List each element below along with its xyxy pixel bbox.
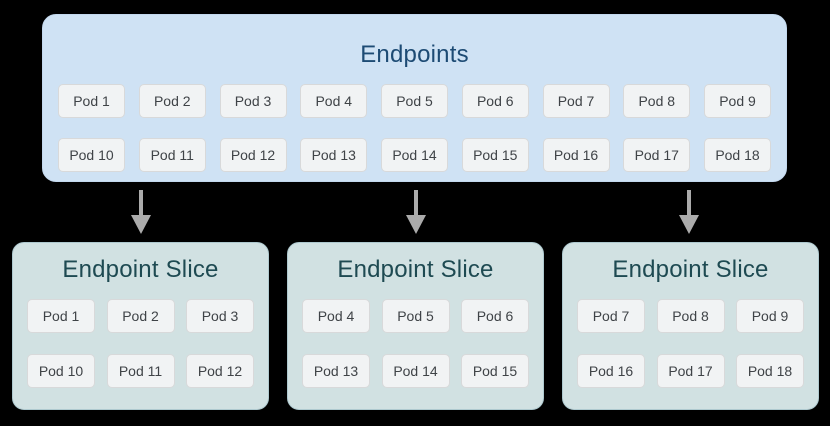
pod-box: Pod 9 <box>704 84 771 118</box>
pod-box: Pod 3 <box>219 84 287 118</box>
pod-box: Pod 11 <box>106 354 175 388</box>
pod-box: Pod 18 <box>736 354 804 388</box>
slice-2-pod-row-2: Pod 13 Pod 14 Pod 15 <box>302 354 529 388</box>
pod-box: Pod 5 <box>381 84 448 118</box>
slice-1-pod-row-2: Pod 10 Pod 11 Pod 12 <box>27 354 254 388</box>
pod-box: Pod 2 <box>106 299 175 333</box>
pod-box: Pod 6 <box>461 84 529 118</box>
pod-box: Pod 14 <box>381 354 450 388</box>
pod-box: Pod 4 <box>302 299 370 333</box>
pod-box: Pod 5 <box>381 299 450 333</box>
endpoint-slice-box-2: Endpoint Slice Pod 4 Pod 5 Pod 6 Pod 13 … <box>287 242 544 410</box>
pod-box: Pod 16 <box>577 354 645 388</box>
arrow-head <box>679 215 699 234</box>
arrow-shaft <box>414 190 418 215</box>
pod-box: Pod 1 <box>58 84 125 118</box>
pod-box: Pod 1 <box>27 299 95 333</box>
pod-box: Pod 13 <box>300 138 368 172</box>
pod-box: Pod 7 <box>577 299 645 333</box>
pod-box: Pod 8 <box>623 84 691 118</box>
pod-box: Pod 2 <box>138 84 206 118</box>
pod-box: Pod 12 <box>186 354 254 388</box>
arrow-shaft <box>687 190 691 215</box>
pod-box: Pod 11 <box>138 138 206 172</box>
endpoints-box: Endpoints Pod 1 Pod 2 Pod 3 Pod 4 Pod 5 … <box>42 14 787 182</box>
arrow-head <box>406 215 426 234</box>
pod-box: Pod 16 <box>542 138 610 172</box>
pod-box: Pod 10 <box>58 138 125 172</box>
slice-3-pod-row-2: Pod 16 Pod 17 Pod 18 <box>577 354 804 388</box>
slice-2-pod-row-1: Pod 4 Pod 5 Pod 6 <box>302 299 529 333</box>
slice-3-pod-row-1: Pod 7 Pod 8 Pod 9 <box>577 299 804 333</box>
endpoint-slice-title: Endpoint Slice <box>62 256 219 283</box>
endpoint-slice-title: Endpoint Slice <box>612 256 769 283</box>
down-arrow-icon <box>406 190 426 234</box>
endpoint-slice-box-1: Endpoint Slice Pod 1 Pod 2 Pod 3 Pod 10 … <box>12 242 269 410</box>
pod-box: Pod 3 <box>186 299 254 333</box>
pod-box: Pod 12 <box>219 138 287 172</box>
pod-box: Pod 9 <box>736 299 804 333</box>
endpoint-slice-title: Endpoint Slice <box>337 256 494 283</box>
endpoints-title: Endpoints <box>360 41 469 68</box>
pod-box: Pod 15 <box>461 138 529 172</box>
pod-box: Pod 8 <box>656 299 725 333</box>
down-arrow-icon <box>131 190 151 234</box>
slice-1-pod-row-1: Pod 1 Pod 2 Pod 3 <box>27 299 254 333</box>
endpoints-pod-row-1: Pod 1 Pod 2 Pod 3 Pod 4 Pod 5 Pod 6 Pod … <box>58 84 771 118</box>
down-arrow-icon <box>679 190 699 234</box>
pod-box: Pod 17 <box>656 354 725 388</box>
pod-box: Pod 14 <box>381 138 448 172</box>
pod-box: Pod 18 <box>704 138 771 172</box>
arrow-shaft <box>139 190 143 215</box>
pod-box: Pod 4 <box>300 84 368 118</box>
pod-box: Pod 13 <box>302 354 370 388</box>
pod-box: Pod 10 <box>27 354 95 388</box>
endpoints-pod-row-2: Pod 10 Pod 11 Pod 12 Pod 13 Pod 14 Pod 1… <box>58 138 771 172</box>
pod-box: Pod 6 <box>461 299 529 333</box>
pod-box: Pod 17 <box>623 138 691 172</box>
endpoint-slice-box-3: Endpoint Slice Pod 7 Pod 8 Pod 9 Pod 16 … <box>562 242 819 410</box>
pod-box: Pod 15 <box>461 354 529 388</box>
pod-box: Pod 7 <box>542 84 610 118</box>
arrow-head <box>131 215 151 234</box>
